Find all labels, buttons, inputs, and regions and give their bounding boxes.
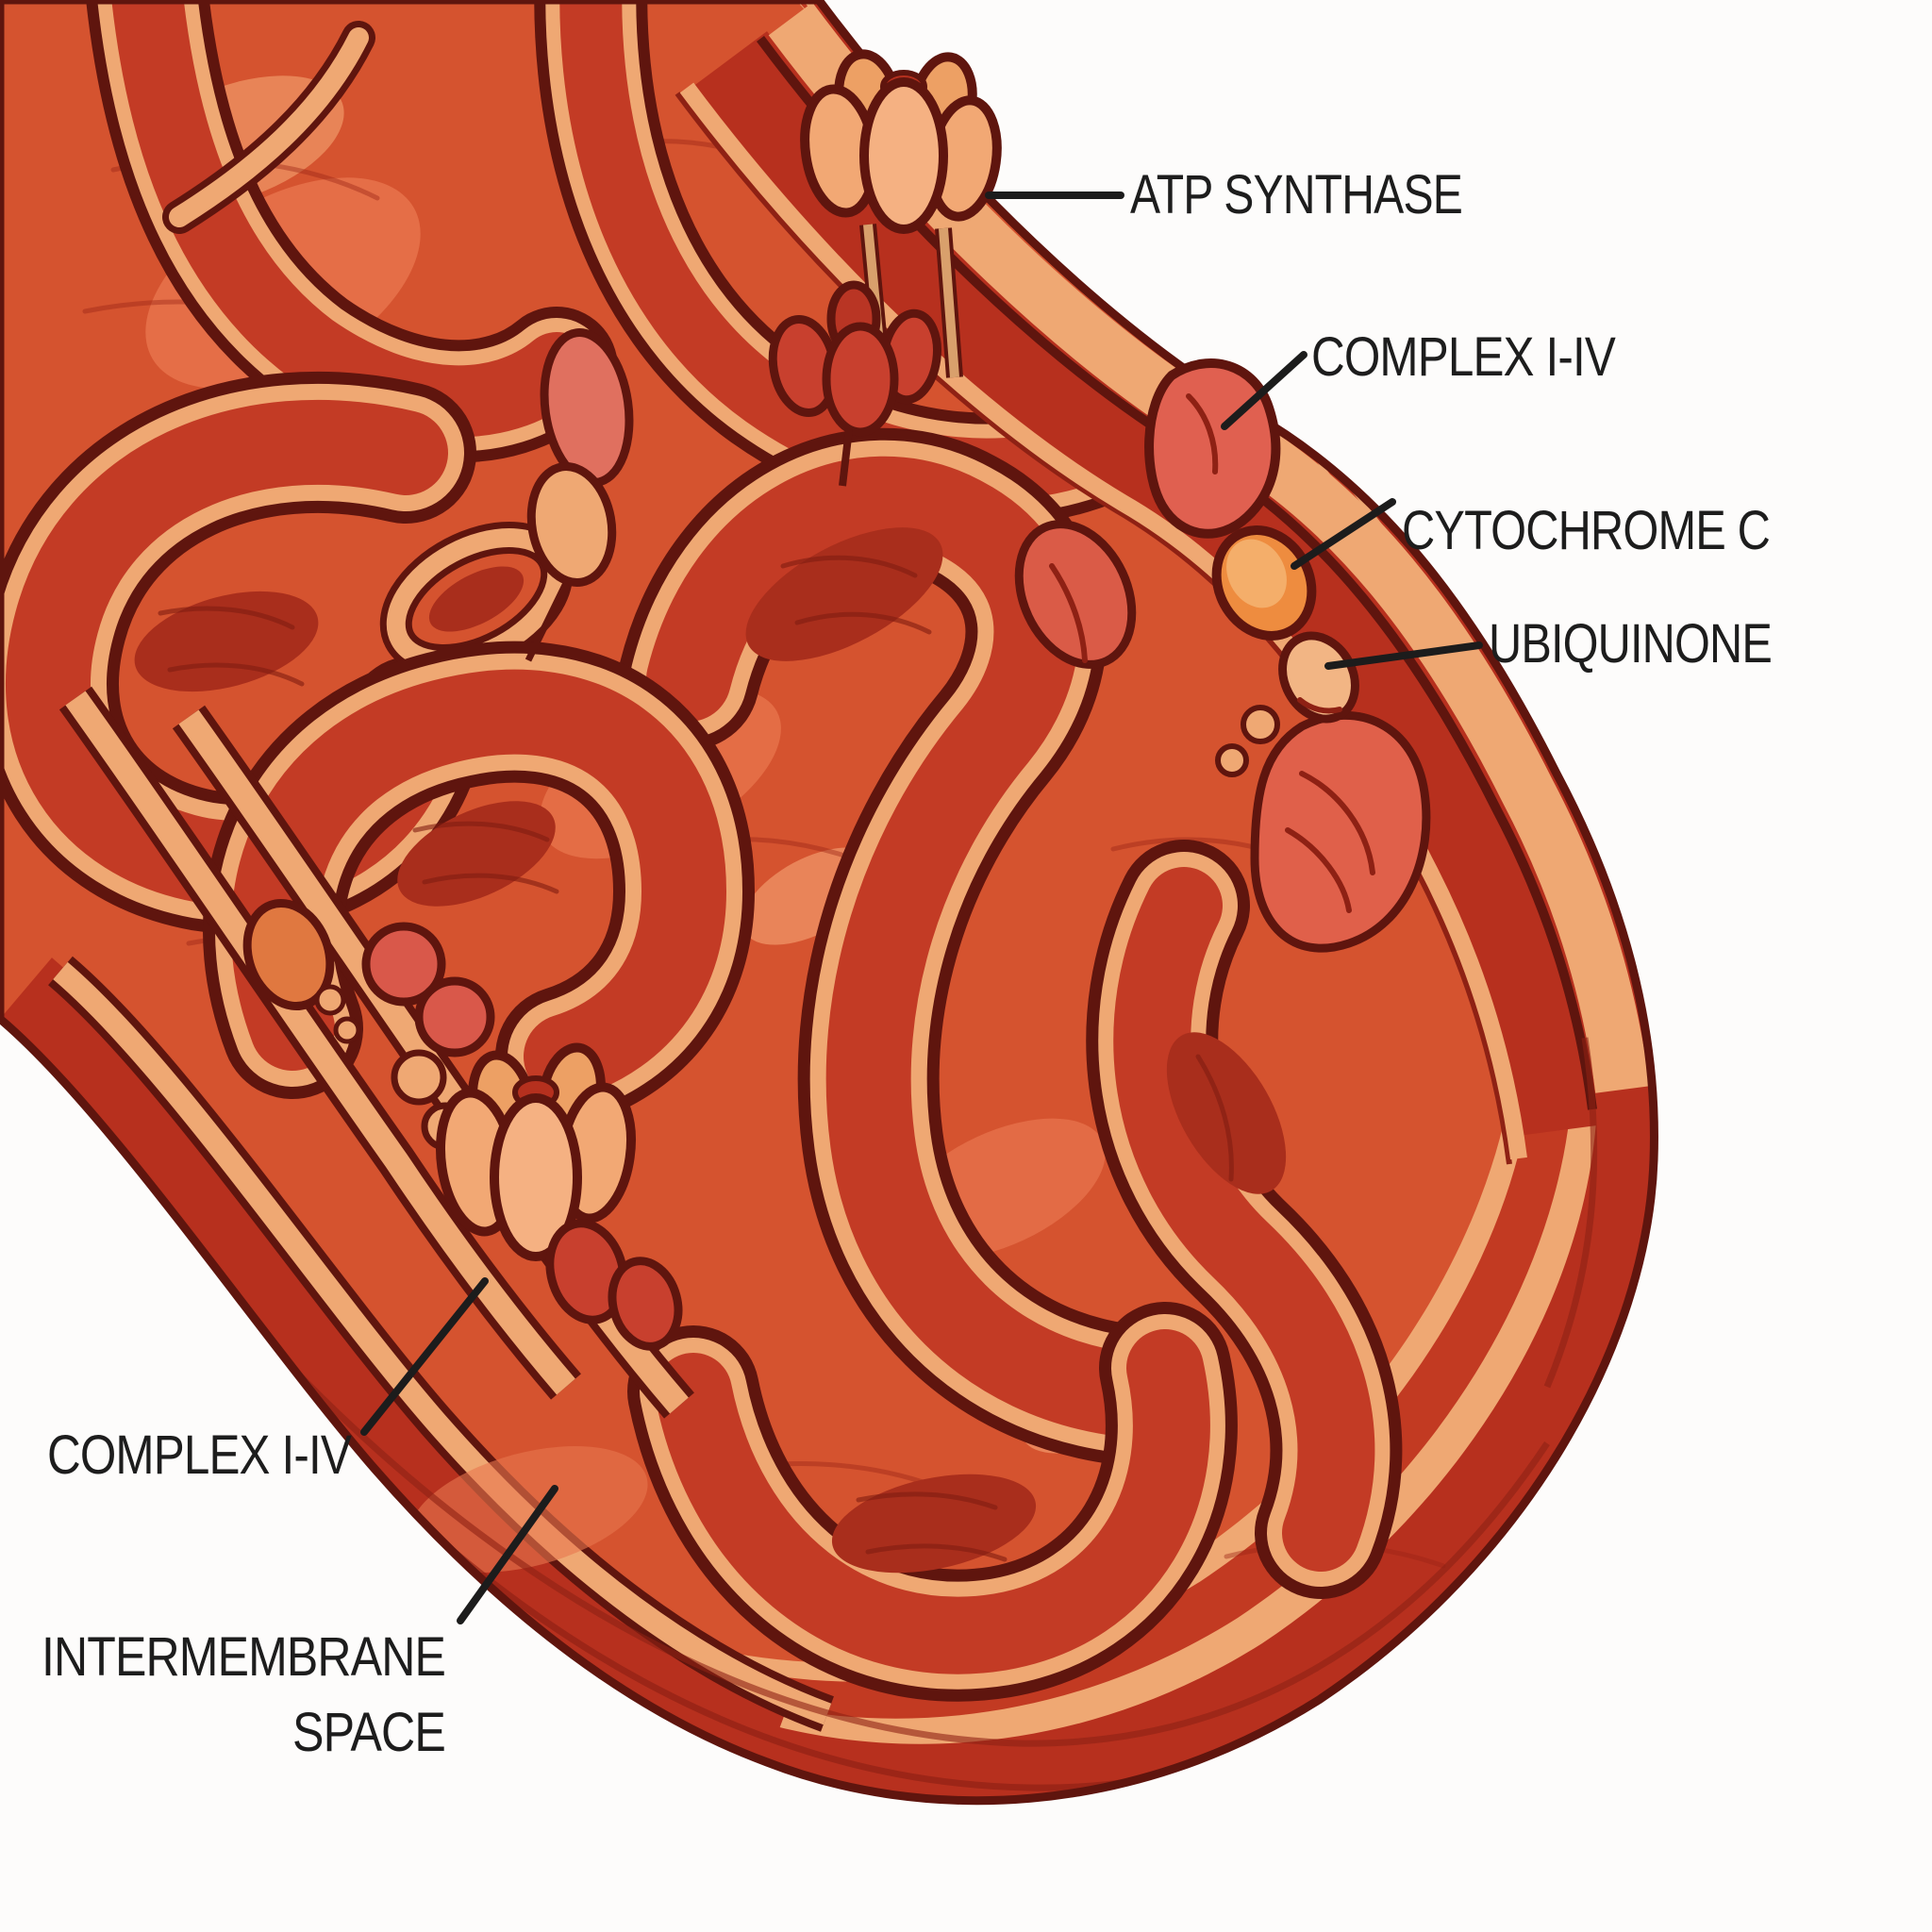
crista-fold <box>80 0 618 463</box>
label-ubiquinone: UBIQUINONE <box>1489 613 1772 675</box>
label-intermembrane-space-line2: SPACE <box>292 1702 445 1763</box>
bead <box>314 984 346 1016</box>
leader-complex-bottom <box>360 1277 489 1436</box>
label-atp-synthase: ATP SYNTHASE <box>1130 164 1462 225</box>
atp-synthase-head <box>435 1042 636 1261</box>
atp-synthase-head <box>800 49 1002 234</box>
crista-rim-accent <box>162 21 375 234</box>
proteins <box>242 49 1359 1351</box>
atp-synthase-top <box>768 49 1002 487</box>
leader-complex-top <box>1221 351 1307 430</box>
bead <box>333 1016 361 1044</box>
label-cytochrome-c: CYTOCHROME C <box>1402 500 1770 561</box>
crista-fold <box>1086 840 1403 1599</box>
label-intermembrane-space-line1: INTERMEMBRANE <box>42 1626 445 1688</box>
annotation-layer: ATP SYNTHASE COMPLEX I-IV CYTOCHROME C U… <box>42 164 1773 1763</box>
atp-synthase-f1-red-head <box>768 280 941 487</box>
crista-opening <box>1166 1032 1287 1194</box>
mitochondrion-body <box>0 0 1655 1801</box>
crista-fold <box>627 1302 1238 1702</box>
atp-synthase-f1-red-head <box>545 1219 683 1351</box>
complex-i-iv-top-blob <box>1144 358 1281 539</box>
complex-salmon-ball <box>361 922 446 1007</box>
atp-synthase-bottom <box>435 1042 683 1351</box>
leader-cytochrome-c <box>1291 498 1396 570</box>
complex-salmon-ball <box>414 976 495 1058</box>
membrane-fold-blob <box>1250 710 1431 953</box>
leader-ubiquinone <box>1324 641 1483 670</box>
membrane-protein-salmon <box>1014 520 1137 669</box>
bead <box>391 1049 447 1106</box>
crista-opening <box>745 527 943 661</box>
crista-hatching <box>158 555 1234 1562</box>
complex-orange-blob <box>242 898 335 1011</box>
crista-fold <box>618 427 1193 1465</box>
matrix-highlight <box>408 1445 648 1574</box>
ubiquinone-beads <box>1215 705 1280 777</box>
leader-intermembrane-space <box>457 1485 558 1624</box>
label-complex-bottom: COMPLEX I-IV <box>47 1424 352 1486</box>
complex-i-iv-bottom-cluster <box>242 898 495 1151</box>
membrane-protein-peach <box>525 462 617 662</box>
cytochrome-c-disc <box>1211 525 1317 641</box>
label-complex-top: COMPLEX I-IV <box>1311 326 1616 388</box>
